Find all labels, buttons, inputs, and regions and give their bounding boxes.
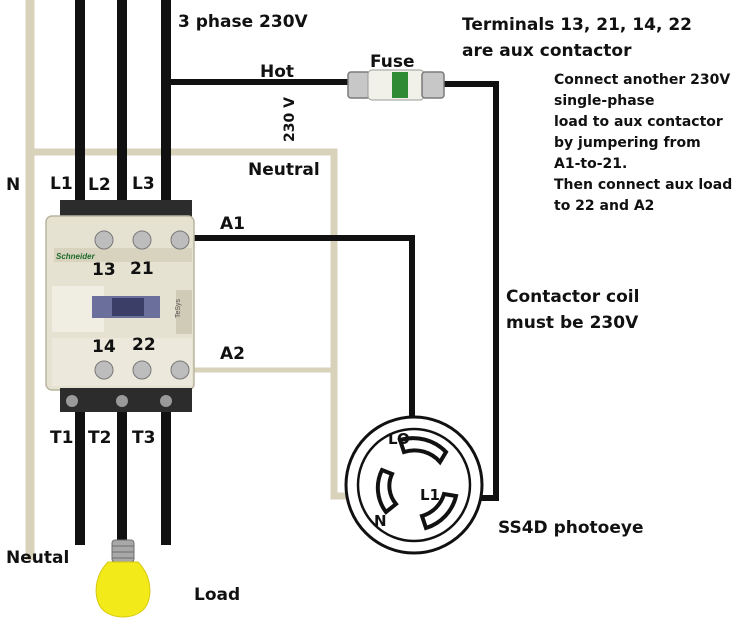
- instruction-line-6: Then connect aux load: [554, 177, 733, 193]
- terminal-14-label: 14: [92, 337, 116, 357]
- t1-label: T1: [50, 428, 74, 448]
- n-label: N: [6, 175, 21, 195]
- instruction-line-7: to 22 and A2: [554, 198, 655, 214]
- photoeye-label: SS4D photoeye: [498, 518, 644, 538]
- load-label: Load: [194, 585, 241, 605]
- l2-label: L2: [88, 175, 111, 195]
- terminals-title: Terminals 13, 21, 14, 22 are aux contact…: [462, 12, 692, 64]
- terminal-21-label: 21: [130, 259, 154, 279]
- photoeye-lo-label: LO: [388, 430, 410, 448]
- side-mark-text: TeSys: [175, 298, 182, 318]
- terminal-22-label: 22: [132, 335, 156, 355]
- photoeye-n-label: N: [374, 512, 387, 530]
- hot-label: Hot: [260, 62, 295, 82]
- coil-note-line-1: Contactor coil: [506, 287, 640, 307]
- phase-title: 3 phase 230V: [178, 12, 308, 32]
- neutral-label: Neutral: [248, 160, 320, 180]
- fuse-icon: [347, 69, 445, 101]
- instruction-line-2: single-phase: [554, 93, 655, 109]
- aux-instructions: Connect another 230V single-phase load t…: [554, 70, 732, 217]
- l3-label: L3: [132, 174, 155, 194]
- coil-note-line-2: must be 230V: [506, 313, 639, 333]
- contactor-icon: Schneider TeSys: [45, 200, 195, 412]
- instruction-line-1: Connect another 230V: [554, 72, 731, 88]
- t3-label: T3: [132, 428, 156, 448]
- instruction-line-3: load to aux contactor: [554, 114, 723, 130]
- twist-lock-receptacle-icon: [344, 415, 484, 555]
- brand-text: Schneider: [56, 252, 96, 261]
- terminals-title-line-2: are aux contactor: [462, 41, 632, 61]
- instruction-line-5: A1-to-21.: [554, 156, 628, 172]
- phase-lines: [75, 0, 171, 545]
- voltage-vertical-label: 230 V: [282, 97, 298, 142]
- light-bulb-icon: [95, 539, 151, 618]
- terminal-13-label: 13: [92, 260, 116, 280]
- a1-label: A1: [220, 214, 245, 234]
- hot-wire: [166, 79, 499, 501]
- neutral-wire: [25, 0, 352, 560]
- terminals-title-line-1: Terminals 13, 21, 14, 22: [462, 15, 692, 35]
- coil-note: Contactor coil must be 230V: [506, 284, 639, 336]
- fuse-label: Fuse: [370, 52, 415, 72]
- neutal-label: Neutal: [6, 548, 70, 568]
- a2-label: A2: [220, 344, 245, 364]
- l1-label: L1: [50, 174, 73, 194]
- instruction-line-4: by jumpering from: [554, 135, 701, 151]
- photoeye-l1-label: L1: [420, 486, 440, 504]
- t2-label: T2: [88, 428, 112, 448]
